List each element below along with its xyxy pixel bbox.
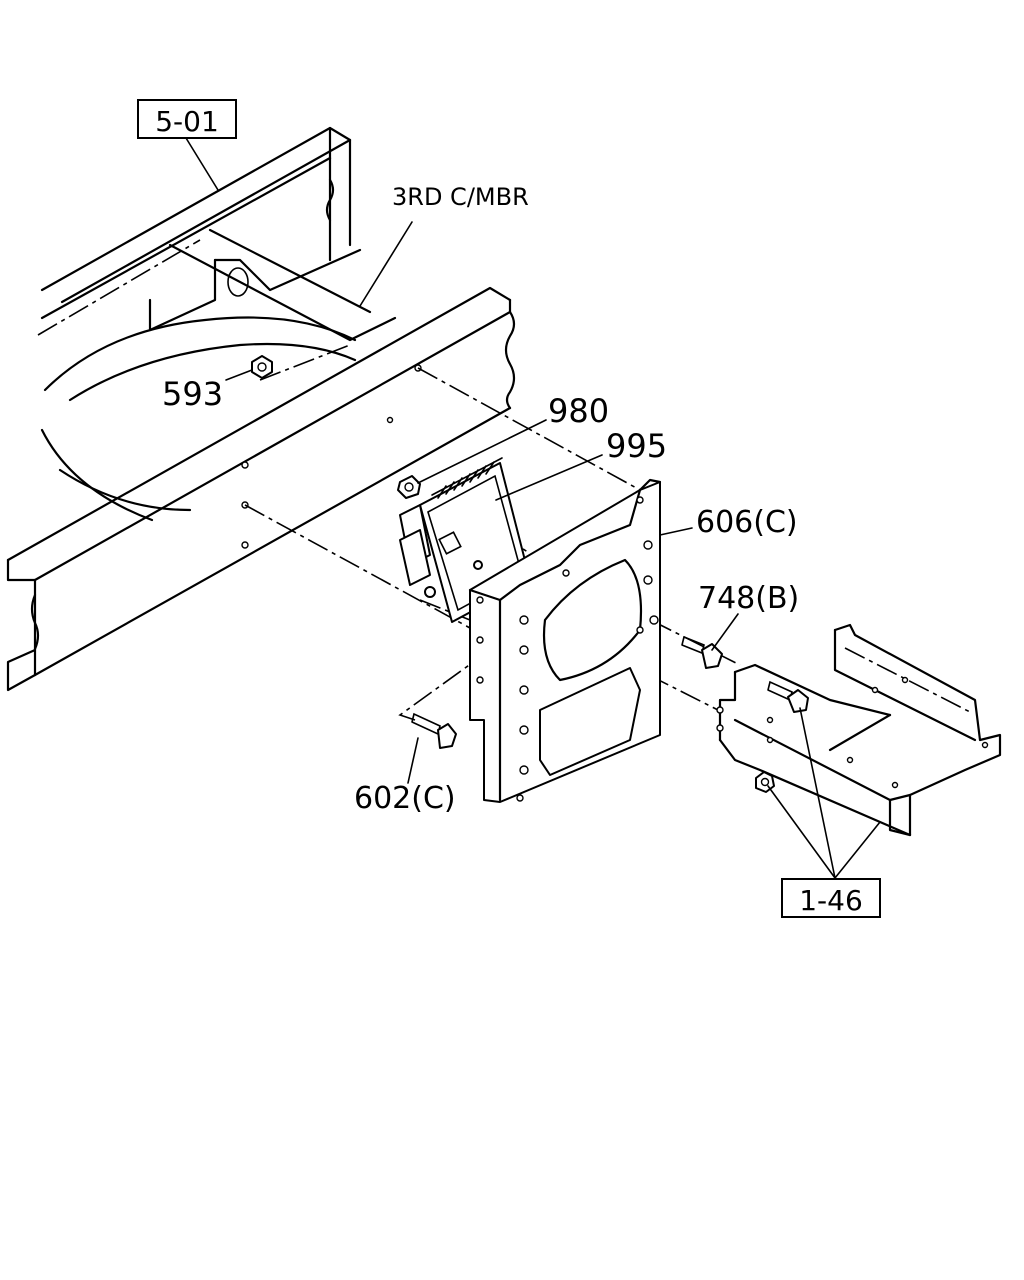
part-593-label: 593 (162, 375, 223, 413)
ref-5-01-callout: 5-01 (137, 99, 237, 139)
ecu-heatsink-fins (431, 457, 503, 499)
bracket-studs (476, 496, 659, 802)
third-cross-member-label: 3RD C/MBR (392, 183, 529, 211)
nut-593 (251, 355, 273, 379)
part-606c-label: 606(C) (696, 505, 798, 540)
leader-lines (185, 137, 881, 879)
sub-bracket (716, 623, 1002, 837)
bolt-602c (411, 712, 457, 749)
part-995-label: 995 (606, 427, 667, 465)
bolt-748b (681, 635, 723, 669)
part-602c-label: 602(C) (354, 781, 456, 816)
nut-sub-bracket (755, 771, 775, 793)
part-980-label: 980 (548, 392, 609, 430)
third-cross-member (40, 228, 397, 522)
ref-1-46-callout: 1-46 (781, 878, 881, 918)
part-748b-label: 748(B) (698, 581, 799, 616)
main-frame-rail (6, 286, 516, 692)
ref-5-01-label: 5-01 (155, 105, 219, 138)
ecu-bracket (468, 478, 662, 803)
bolt-sub-bracket (767, 680, 809, 713)
upper-frame-rail (40, 126, 352, 320)
nut-980 (397, 475, 421, 499)
ref-1-46-label: 1-46 (799, 884, 863, 917)
